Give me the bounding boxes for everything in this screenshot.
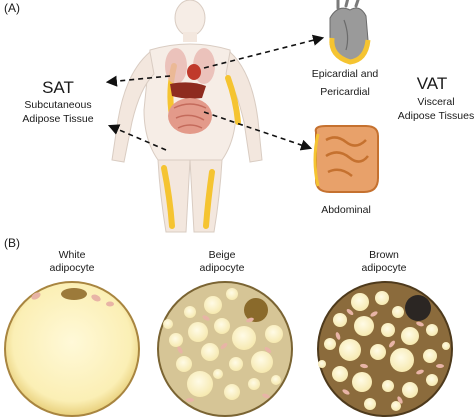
arrow-to-sat-upper	[105, 75, 171, 87]
heart-icon	[329, 0, 371, 65]
white-nucleus	[61, 288, 87, 300]
intestines-icon	[313, 125, 379, 193]
white-adipocyte-label-line2: adipocyte	[49, 262, 95, 274]
brown-adipocyte	[317, 281, 453, 417]
beige-nucleus	[244, 298, 268, 322]
epicardial-label-line2: Pericardial	[320, 86, 370, 98]
vat-abbreviation: VAT	[416, 74, 448, 93]
vat-label-line1: Visceral	[417, 96, 455, 108]
vat-label-line2: Adipose Tissues	[397, 110, 474, 122]
arrow-to-heart	[203, 34, 325, 69]
abdominal-label: Abdominal	[321, 204, 371, 216]
brown-adipocyte-label-line1: Brown	[369, 249, 399, 261]
sat-label-line2: Adipose Tissue	[22, 113, 94, 125]
arrow-to-sat-lower	[107, 124, 167, 151]
panel-a-label: (A)	[4, 1, 20, 15]
brown-adipocyte-label-line2: adipocyte	[361, 262, 407, 274]
arrow-to-abdomen	[203, 111, 313, 151]
beige-adipocyte-label-line1: Beige	[208, 249, 236, 261]
beige-adipocyte	[157, 281, 293, 417]
sat-abbreviation: SAT	[42, 78, 74, 97]
panel-b-label: (B)	[4, 236, 20, 250]
white-adipocyte	[4, 281, 140, 417]
brown-nucleus	[405, 295, 431, 321]
white-adipocyte-label-line1: White	[58, 249, 86, 261]
human-body-icon	[111, 0, 263, 233]
beige-adipocyte-label-line2: adipocyte	[199, 262, 245, 274]
sat-label-line1: Subcutaneous	[24, 99, 92, 111]
epicardial-label-line1: Epicardial and	[311, 68, 379, 80]
arrows	[105, 34, 325, 151]
